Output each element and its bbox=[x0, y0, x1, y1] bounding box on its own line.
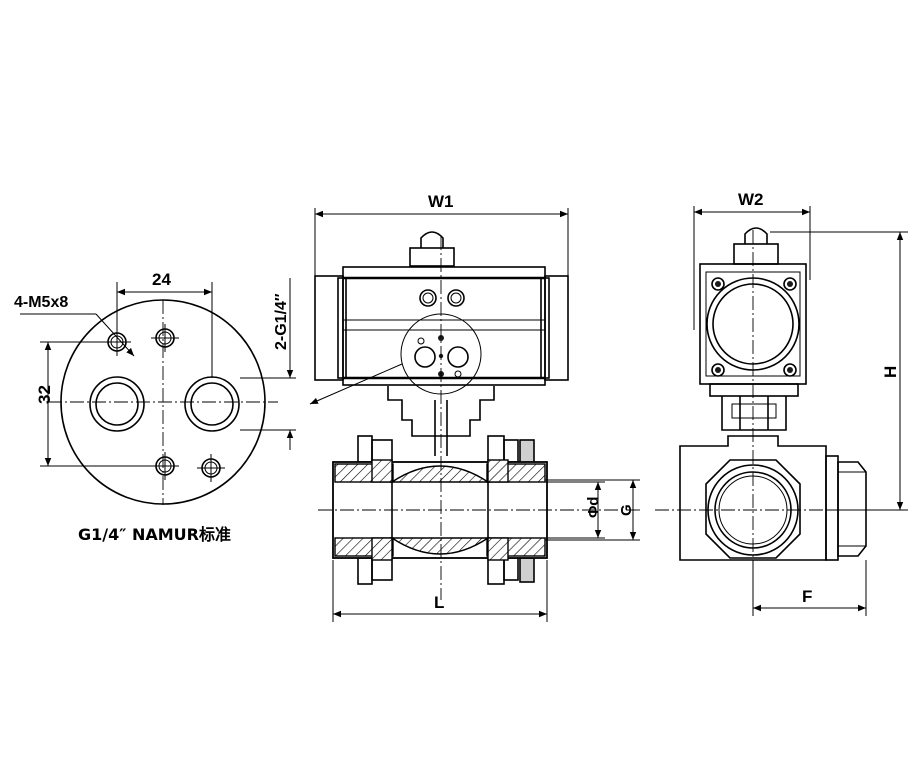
dim-l-label: L bbox=[434, 593, 444, 612]
dim-32-label: 32 bbox=[35, 385, 54, 404]
actuator-body bbox=[342, 266, 546, 386]
dim-h-label: H bbox=[881, 366, 900, 378]
namur-mounting-face: 24 32 4-M5x8 2-G1/4″ G1/4″ NAMUR标准 bbox=[14, 270, 296, 544]
side-valve-body bbox=[679, 435, 827, 561]
dim-phid-label: Φd bbox=[585, 497, 602, 518]
dim-ports-label: 2-G1/4″ bbox=[273, 293, 290, 350]
dim-f-label: F bbox=[802, 587, 812, 606]
dim-holes-label: 4-M5x8 bbox=[14, 294, 68, 311]
dim-24-label: 24 bbox=[152, 270, 171, 289]
namur-bolt-holes bbox=[103, 324, 225, 482]
namur-caption: G1/4″ NAMUR标准 bbox=[78, 525, 231, 544]
dim-w1-label: W1 bbox=[428, 192, 454, 211]
dim-w2-label: W2 bbox=[738, 190, 764, 209]
side-view: W2 bbox=[655, 190, 908, 616]
front-view: W1 bbox=[309, 192, 640, 622]
namur-air-ports bbox=[89, 376, 240, 432]
dim-g-label: G bbox=[618, 504, 635, 516]
